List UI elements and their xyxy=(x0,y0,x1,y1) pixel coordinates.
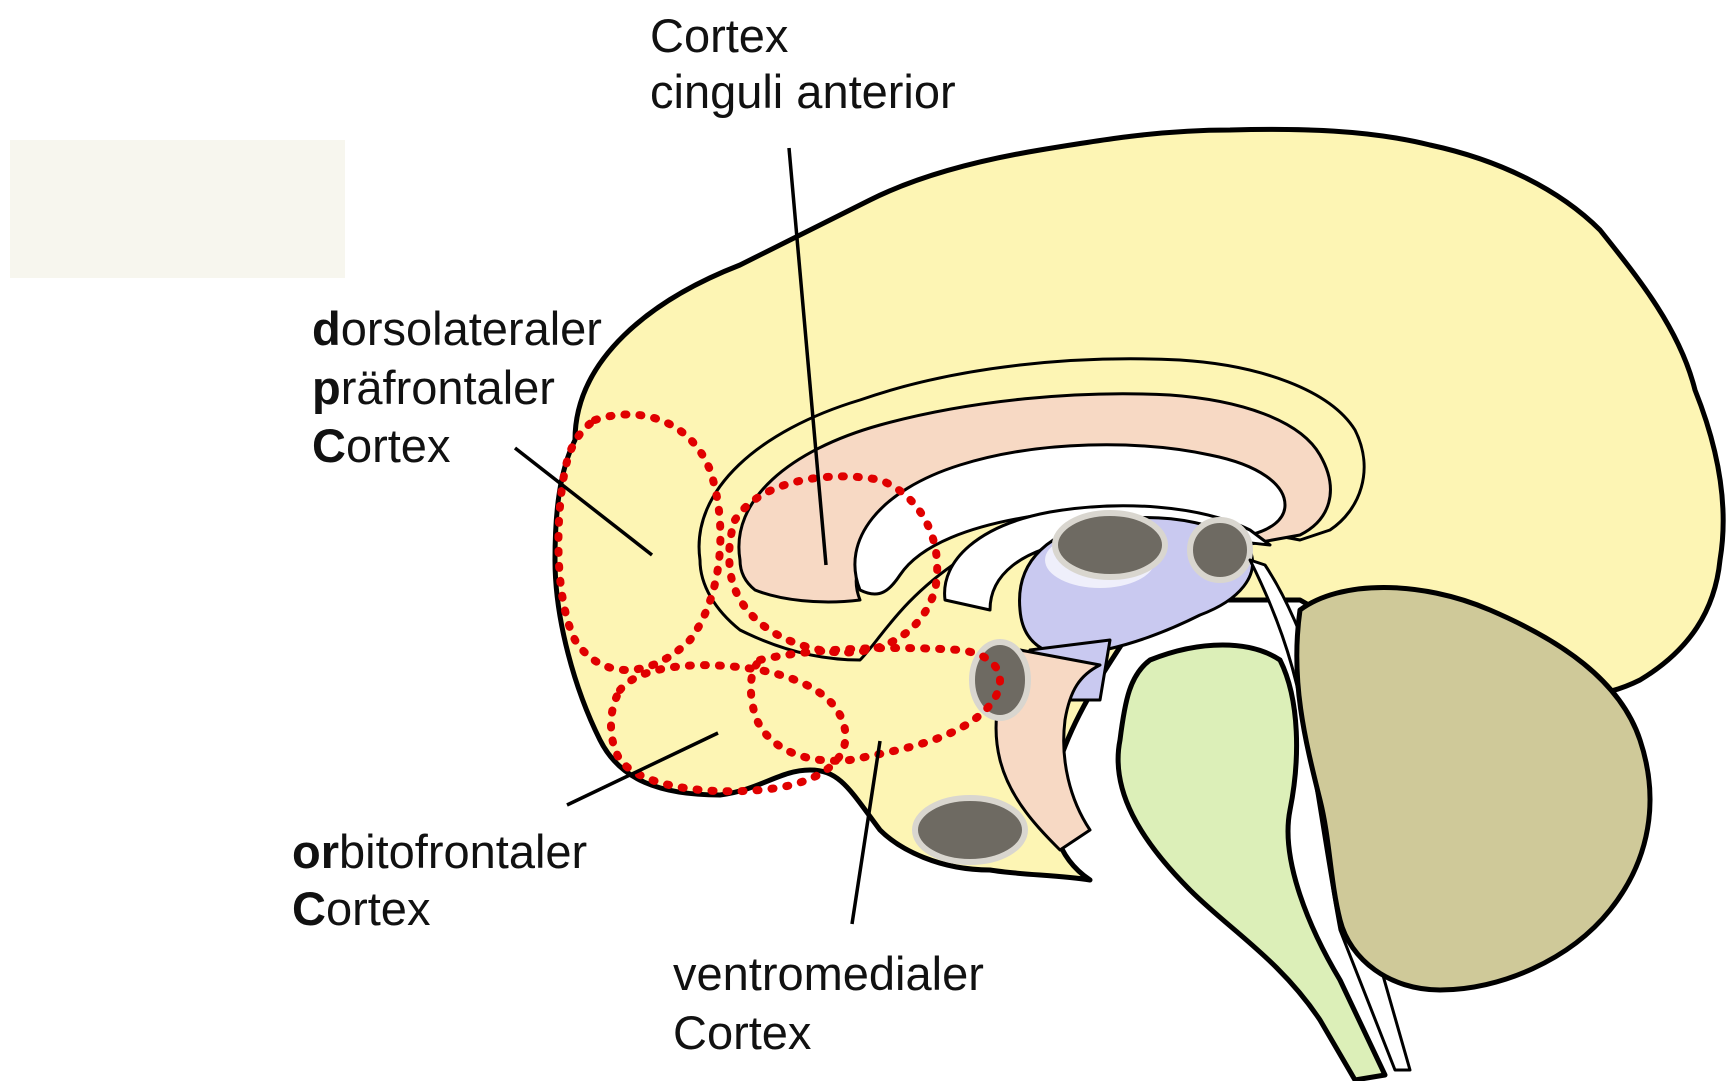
acc-label: Cortex cinguli anterior xyxy=(650,9,956,118)
acc-label-line2: cinguli anterior xyxy=(650,65,956,118)
ofc-line1-initial: or xyxy=(292,825,339,878)
ventricle-patch-2 xyxy=(1190,520,1250,580)
blank-box xyxy=(10,140,345,278)
ventricle-patch-6 xyxy=(915,798,1025,862)
dlpfc-line3-initial: C xyxy=(312,419,346,472)
dlpfc-line2-rest: räfrontaler xyxy=(341,361,555,414)
dlpfc-line1-initial: d xyxy=(312,302,341,355)
vmc-label-line1: ventromedialer xyxy=(673,947,984,1000)
vmc-label: ventromedialer Cortex xyxy=(673,947,997,1059)
ofc-line2-rest: ortex xyxy=(326,882,431,935)
vmc-label-line2: Cortex xyxy=(673,1006,811,1059)
ofc-label: orbitofrontaler Cortex xyxy=(292,825,600,935)
ofc-line2-initial: C xyxy=(292,882,326,935)
ofc-line1-rest: bitofrontaler xyxy=(339,825,587,878)
dlpfc-line1-rest: orsolateraler xyxy=(341,302,602,355)
dlpfc-line2-initial: p xyxy=(312,361,341,414)
ventricle-patch-1 xyxy=(1055,513,1165,577)
acc-label-line1: Cortex xyxy=(650,9,788,62)
dlpfc-line3-rest: ortex xyxy=(346,419,451,472)
